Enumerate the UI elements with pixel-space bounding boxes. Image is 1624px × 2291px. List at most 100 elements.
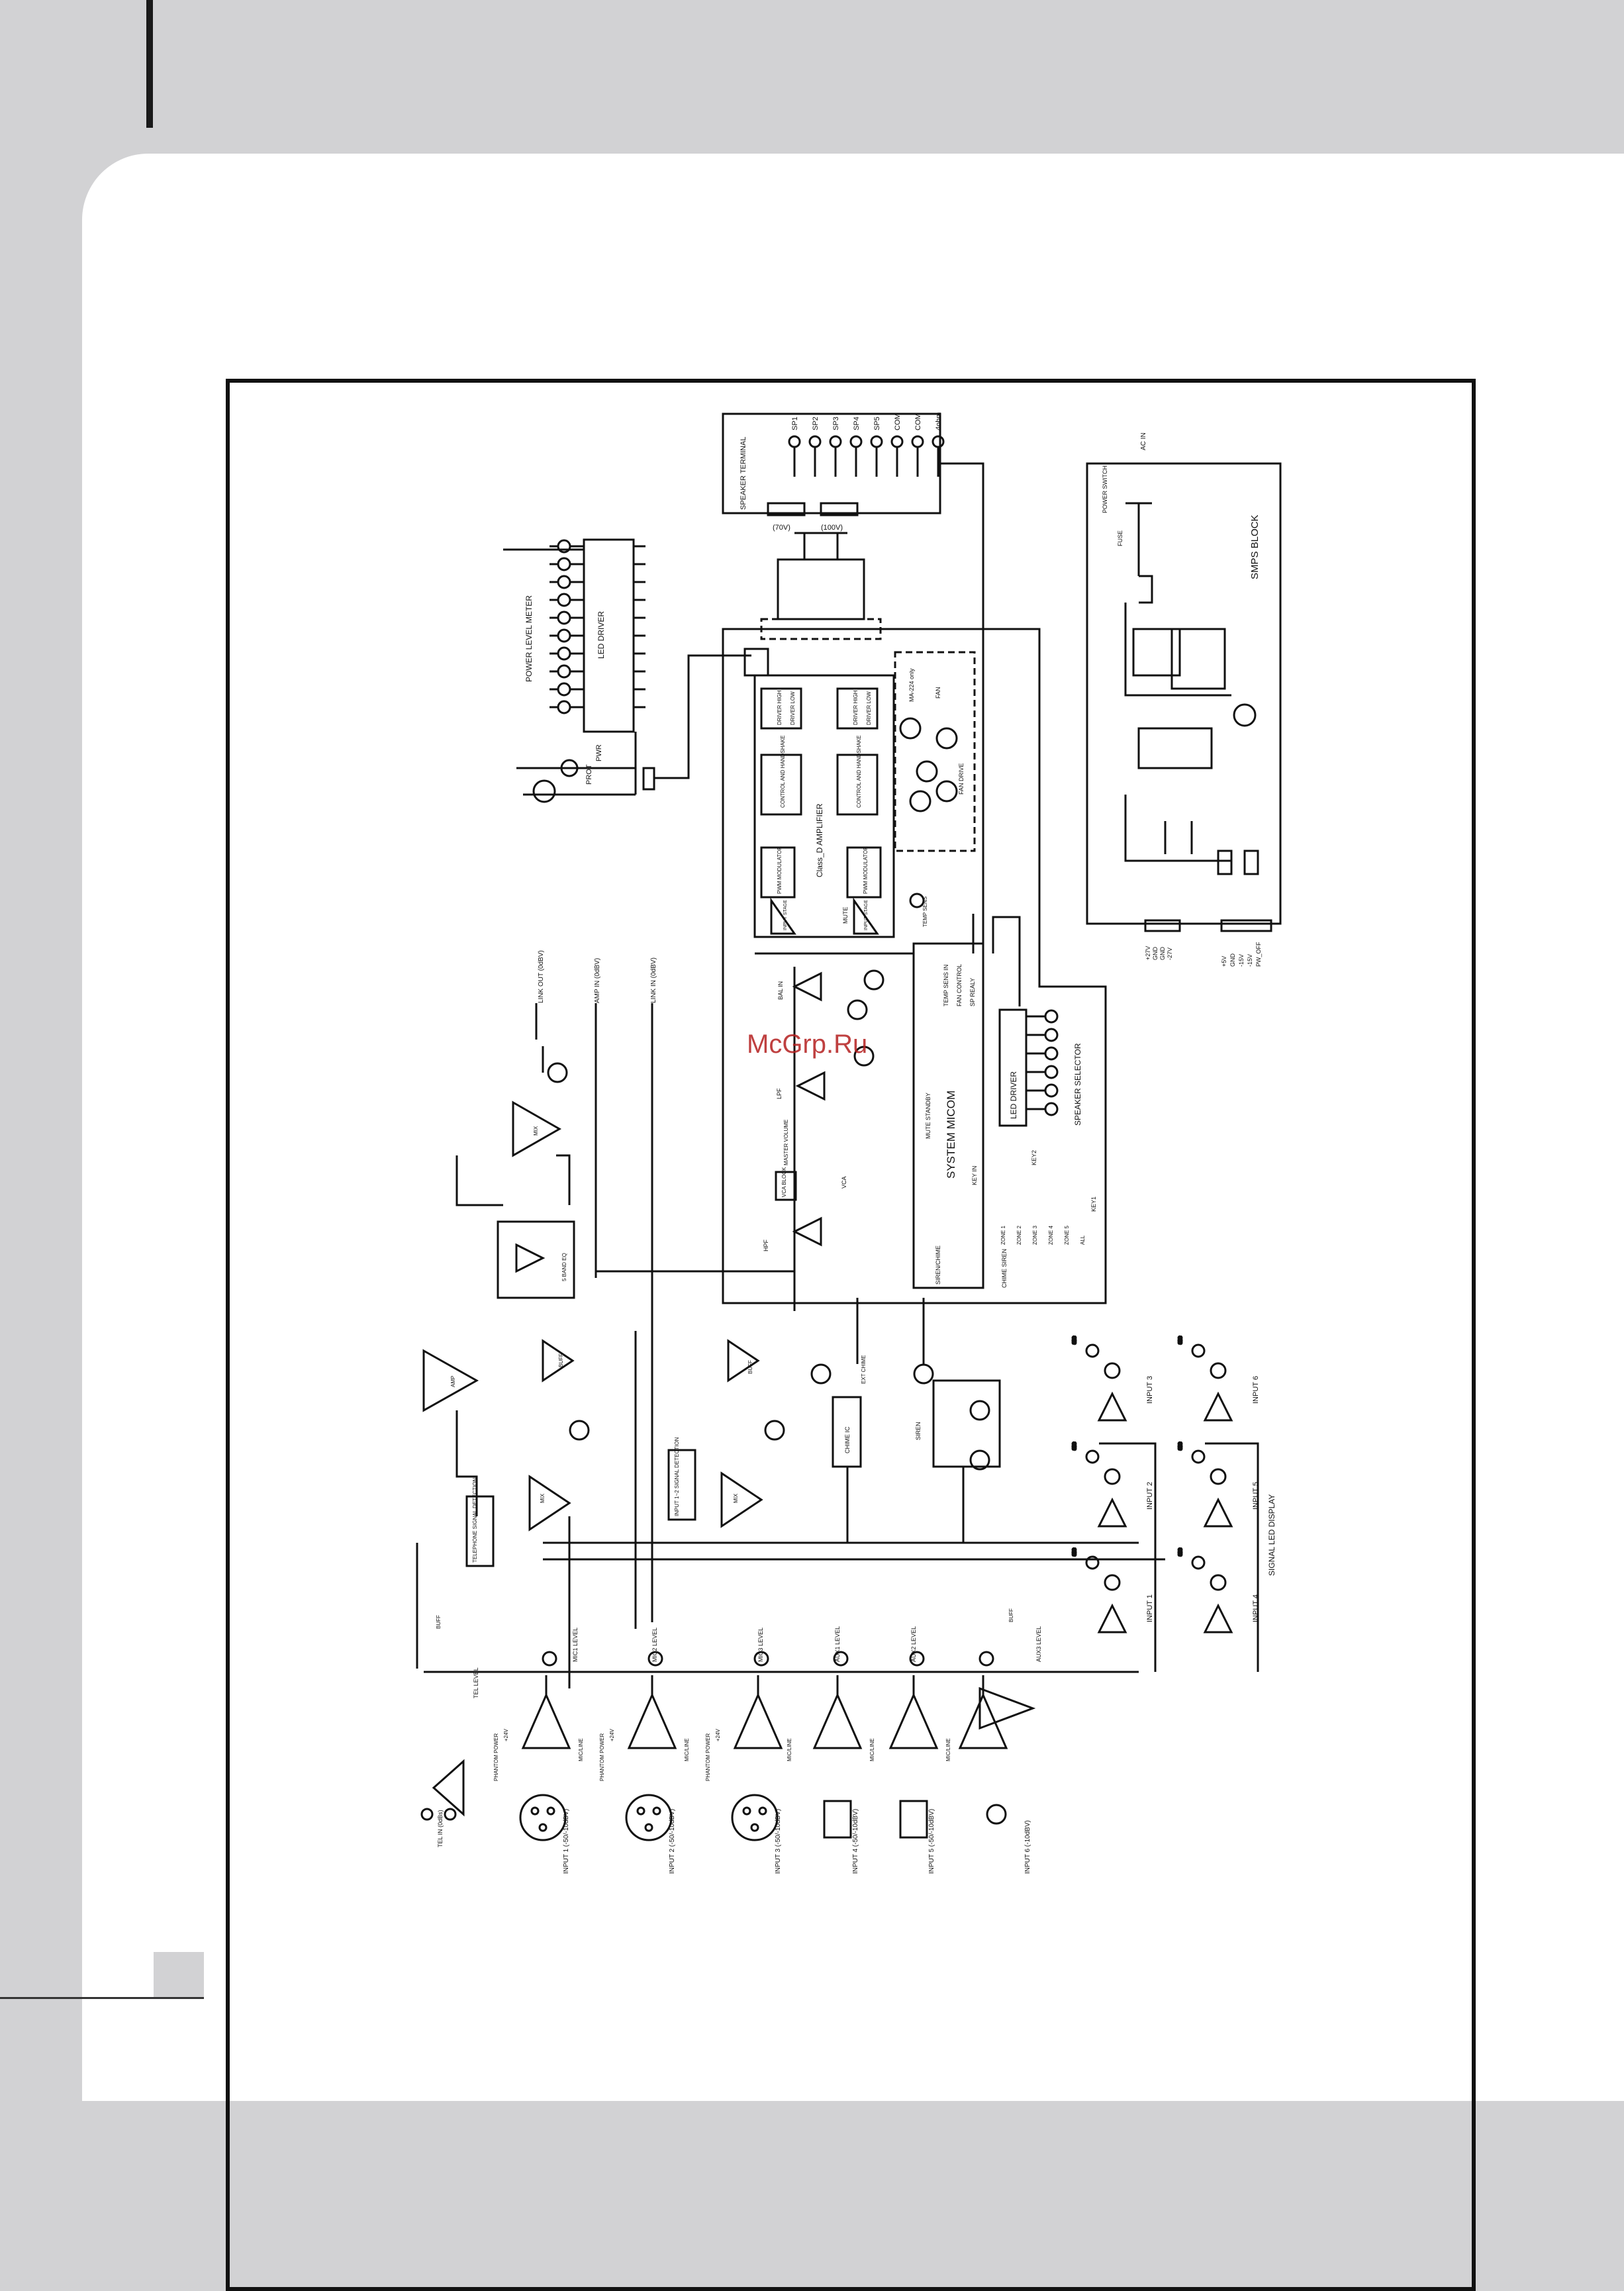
zone-label-4: ZONE 5 bbox=[1064, 1226, 1070, 1245]
sig-transistor-3 bbox=[1210, 1574, 1227, 1591]
mix-label-3: MIX bbox=[733, 1493, 739, 1503]
sig-led-5 bbox=[1191, 1343, 1206, 1358]
input-amp-2 bbox=[733, 1692, 783, 1749]
fan-block bbox=[894, 651, 976, 852]
speaker-terminal-label: SPEAKER TERMINAL bbox=[740, 437, 747, 510]
tap-70v: (70V) bbox=[773, 524, 790, 532]
zone-label-2: ZONE 3 bbox=[1032, 1226, 1038, 1245]
driver-low-label-2: DRIVER LOW bbox=[866, 691, 872, 725]
tel-jack-b bbox=[444, 1808, 457, 1821]
input-stage-label-1: INPUT STAGE bbox=[783, 900, 788, 930]
zone-label-5: ALL bbox=[1080, 1235, 1086, 1245]
svg-text:SIG: SIG bbox=[1178, 1336, 1183, 1344]
system-micom-box bbox=[912, 942, 984, 1289]
level-pot-2 bbox=[753, 1651, 769, 1667]
smps-block-label: SMPS BLOCK bbox=[1249, 514, 1261, 579]
svg-text:SIG: SIG bbox=[1178, 1548, 1183, 1556]
temp-sens-label: TEMP SENS bbox=[922, 897, 928, 927]
key2-label: KEY2 bbox=[1031, 1150, 1037, 1165]
level-label-4: AUX1 LEVEL bbox=[834, 1626, 841, 1662]
link-out-label: LINK OUT (0dBV) bbox=[538, 950, 545, 1003]
selector-led-5 bbox=[1044, 1102, 1059, 1116]
terminal-0 bbox=[788, 435, 801, 448]
speaker-selector-label: SPEAKER SELECTOR bbox=[1073, 1043, 1082, 1126]
pwr-label: PWR bbox=[595, 744, 603, 761]
fan-control-label: FAN CONTROL bbox=[956, 964, 963, 1006]
led-input-label-1: INPUT 2 bbox=[1146, 1482, 1154, 1510]
plus24-label-2: +24V bbox=[715, 1728, 721, 1741]
level-pot-5 bbox=[979, 1651, 994, 1667]
power-switch-label: POWER SWITCH bbox=[1102, 465, 1108, 513]
class-d-box bbox=[753, 674, 895, 938]
amp-in-label: AMP IN (0dBV) bbox=[594, 958, 601, 1003]
terminal-label-2: SP3 bbox=[832, 416, 840, 430]
terminal-3 bbox=[849, 435, 863, 448]
telephone-detect-label: TELEPHONE SIGNAL DETECTION bbox=[472, 1478, 478, 1563]
input-amp-1 bbox=[627, 1692, 677, 1749]
siren-label: SIREN bbox=[915, 1422, 922, 1440]
prot-label: PROT bbox=[585, 764, 593, 785]
telephone-detect-box bbox=[465, 1495, 495, 1567]
mute-standby-label: MUTE STANDBY bbox=[925, 1093, 931, 1139]
level-pot-4 bbox=[909, 1651, 925, 1667]
mute-label-1: MUTE bbox=[842, 907, 849, 924]
pwm-label-1: PWM MODULATOR bbox=[777, 846, 783, 894]
amplifier-enclosure bbox=[722, 628, 1107, 1304]
xlr-connector-1 bbox=[625, 1794, 673, 1841]
output-transformer bbox=[777, 558, 865, 620]
plus24-label-0: +24V bbox=[503, 1728, 509, 1741]
mix-label-1: MIX bbox=[533, 1126, 539, 1136]
chime-ic-label: CHIME IC bbox=[844, 1426, 851, 1453]
smps-out-b-2: -15V bbox=[1238, 954, 1245, 967]
xlr-connector-2 bbox=[731, 1794, 779, 1841]
level-label-6: AUX3 LEVEL bbox=[1035, 1626, 1042, 1662]
smps-out-a-2: GND bbox=[1159, 947, 1166, 961]
zone-label-3: ZONE 4 bbox=[1048, 1226, 1054, 1245]
selector-led-4 bbox=[1044, 1083, 1059, 1098]
level-label-2: MIC2 LEVEL bbox=[651, 1628, 658, 1662]
terminal-label-0: SP1 bbox=[791, 416, 799, 430]
terminal-label-6: COM bbox=[914, 413, 922, 430]
input-label-4: INPUT 5 (-50/-10dBV) bbox=[928, 1809, 935, 1874]
terminal-label-5: COM bbox=[894, 413, 902, 430]
footer-rule bbox=[0, 1997, 204, 1999]
terminal-label-7: 4ohm bbox=[935, 412, 943, 430]
terminal-6 bbox=[911, 435, 924, 448]
led-driver-top-box bbox=[583, 538, 635, 733]
sig-led-4 bbox=[1191, 1449, 1206, 1464]
smps-out-a-0: +27V bbox=[1145, 946, 1151, 960]
meter-led-9 bbox=[557, 700, 571, 714]
smps-out-b-3: -15V bbox=[1247, 954, 1253, 967]
led-input-label-3: INPUT 4 bbox=[1252, 1594, 1260, 1622]
meter-led-2 bbox=[557, 575, 571, 589]
input-amp-0 bbox=[521, 1692, 571, 1749]
led-input-label-5: INPUT 6 bbox=[1252, 1376, 1260, 1404]
input-label-5: INPUT 6 (-10dBV) bbox=[1024, 1820, 1031, 1874]
link-in-label: LINK IN (0dBV) bbox=[650, 957, 657, 1003]
sig-led-1 bbox=[1085, 1449, 1100, 1464]
selector-led-3 bbox=[1044, 1065, 1059, 1079]
led-input-label-4: INPUT 5 bbox=[1252, 1482, 1260, 1510]
level-pot-0 bbox=[542, 1651, 557, 1667]
input-stage-label-2: INPUT STAGE bbox=[864, 900, 869, 930]
page-sheet bbox=[82, 154, 1624, 2101]
trs-jack-0 bbox=[823, 1800, 852, 1839]
xlr-connector-0 bbox=[519, 1794, 567, 1841]
fan-drive-label: FAN DRIVE bbox=[958, 763, 965, 795]
led-input-label-0: INPUT 1 bbox=[1146, 1594, 1154, 1622]
selector-led-1 bbox=[1044, 1028, 1059, 1042]
key-in-label: KEY IN bbox=[971, 1166, 978, 1185]
sig-led-0 bbox=[1085, 1555, 1100, 1570]
buff-label-1: BUFF bbox=[558, 1353, 564, 1367]
sig-transistor-1 bbox=[1104, 1468, 1121, 1485]
speaker-terminal-box bbox=[722, 413, 941, 514]
led-input-label-2: INPUT 3 bbox=[1146, 1376, 1154, 1404]
smps-out-a-3: -27V bbox=[1167, 948, 1173, 960]
input-label-3: INPUT 4 (-50/-10dBV) bbox=[852, 1809, 859, 1874]
tel-amp bbox=[432, 1759, 465, 1817]
temp-sens-in-label: TEMP SENS IN bbox=[943, 965, 949, 1006]
meter-led-6 bbox=[557, 646, 571, 661]
mix-amp-6 bbox=[979, 1686, 1036, 1730]
five-band-eq bbox=[497, 1220, 575, 1299]
control-handshake-label-2: CONTROL AND HANDSHAKE bbox=[856, 736, 862, 808]
